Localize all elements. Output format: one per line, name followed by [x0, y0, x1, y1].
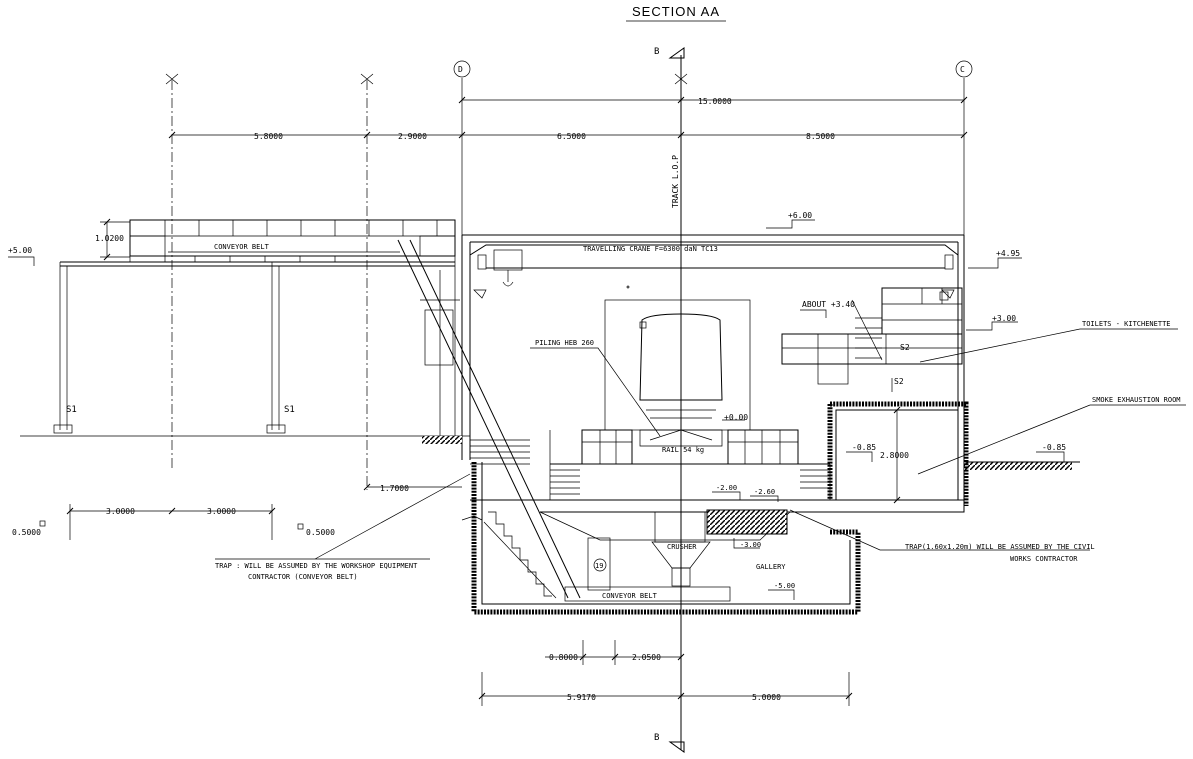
conveyor-belt-top-label: CONVEYOR BELT — [214, 243, 270, 251]
smoke-room-label: SMOKE EXHAUSTION ROOM — [1092, 396, 1181, 404]
bottom-dimensions: 0.8000 2.0500 5.9170 5.0000 — [478, 640, 853, 706]
s1-right-label: S1 — [284, 405, 295, 415]
trap-left-line1: TRAP : WILL BE ASSUMED BY THE WORKSHOP E… — [215, 562, 418, 570]
dim-low-2: 2.0500 — [632, 653, 661, 662]
piling-label: PILING HEB 260 — [535, 339, 594, 347]
pit: CRUSHER 19 GALLERY CONVEYOR BELT -5.00 — [461, 462, 861, 615]
marker-19-label: 19 — [595, 562, 603, 570]
conveyor-belt-low-label: CONVEYOR BELT — [602, 592, 658, 600]
vehicle: RAIL 54 kg PILING HEB 260 +0.00 — [530, 285, 751, 454]
dim-height: 1.0200 — [95, 234, 124, 243]
section-mark-b-top: B — [654, 47, 659, 57]
level-minus-085-left: -0.85 — [852, 443, 876, 452]
level-plus-500: +5.00 — [8, 246, 32, 255]
top-dimensions: 15.0000 5.8000 2.9000 6.5000 8.5000 1.02… — [95, 96, 968, 261]
lower-left-dimensions: 3.0000 3.0000 0.5000 0.5000 1.7000 TRAP … — [12, 473, 1095, 581]
main-building: TRAVELLING CRANE F=6300 daN TC13 +6.00 +… — [461, 211, 1022, 500]
right-rooms: ABOUT +3.40 +3.00 TOILETS - KITCHENETTE … — [781, 287, 1186, 506]
trap-left-line2: CONTRACTOR (CONVEYOR BELT) — [248, 573, 358, 581]
grid-label-c: C — [960, 65, 965, 74]
level-minus-200: -2.00 — [716, 484, 737, 492]
level-minus-260: -2.60 — [754, 488, 775, 496]
level-minus-300: -3.00 — [740, 541, 761, 549]
platforms: -2.00 -2.60 -3.00 — [470, 429, 965, 549]
dim-base-right: 5.0000 — [752, 693, 781, 702]
s1-left-label: S1 — [66, 405, 77, 415]
crusher-label: CRUSHER — [667, 543, 697, 551]
dim-offset-left: 0.5000 — [12, 528, 41, 537]
dim-base-left: 5.9170 — [567, 693, 596, 702]
dim-span-3: 6.5000 — [557, 132, 586, 141]
dim-step: 1.7000 — [380, 484, 409, 493]
gallery-label: GALLERY — [756, 563, 786, 571]
ground — [422, 436, 1080, 470]
dim-room-height: 2.8000 — [880, 451, 909, 460]
grid-bubble-d — [453, 60, 471, 78]
marker-19 — [593, 558, 607, 572]
rail-label: RAIL 54 kg — [662, 446, 704, 454]
trap-right-line1: TRAP(1.60x1.20m) WILL BE ASSUMED BY THE … — [905, 543, 1095, 551]
level-plus-495: +4.95 — [996, 249, 1020, 258]
dim-post-2: 3.0000 — [207, 507, 236, 516]
dim-offset-right: 0.5000 — [306, 528, 335, 537]
toilets-label: TOILETS - KITCHENETTE — [1082, 320, 1171, 328]
inclined-conveyor — [397, 230, 581, 599]
grid-bubble-c — [955, 60, 973, 78]
conveyor-bridge: CONVEYOR BELT S1 S1 +5.00 — [8, 219, 470, 437]
dim-low-1: 0.8000 — [549, 653, 578, 662]
level-plus-600: +6.00 — [788, 211, 812, 220]
level-plus-300: +3.00 — [992, 314, 1016, 323]
dim-post-1: 3.0000 — [106, 507, 135, 516]
dim-total: 15.0000 — [698, 97, 732, 106]
level-about-340: ABOUT +3.40 — [802, 300, 855, 309]
drawing-title: SECTION AA — [632, 4, 720, 19]
level-plus-000: +0.00 — [724, 413, 748, 422]
crane-label: TRAVELLING CRANE F=6300 daN TC13 — [583, 245, 718, 253]
level-minus-085-right: -0.85 — [1042, 443, 1066, 452]
dim-span-2: 2.9000 — [398, 132, 427, 141]
level-minus-500: -5.00 — [774, 582, 795, 590]
section-mark-b-bottom: B — [654, 733, 659, 743]
s2-upper-label: S2 — [900, 343, 910, 352]
dim-span-4: 8.5000 — [806, 132, 835, 141]
grid-axes: D C B B — [165, 47, 973, 753]
dim-span-1: 5.8000 — [254, 132, 283, 141]
grid-label-d: D — [458, 65, 463, 74]
track-label: TRACK L.O.P — [671, 155, 680, 208]
s2-lower-label: S2 — [894, 377, 904, 386]
trap-right-line2: WORKS CONTRACTOR — [1010, 555, 1078, 563]
